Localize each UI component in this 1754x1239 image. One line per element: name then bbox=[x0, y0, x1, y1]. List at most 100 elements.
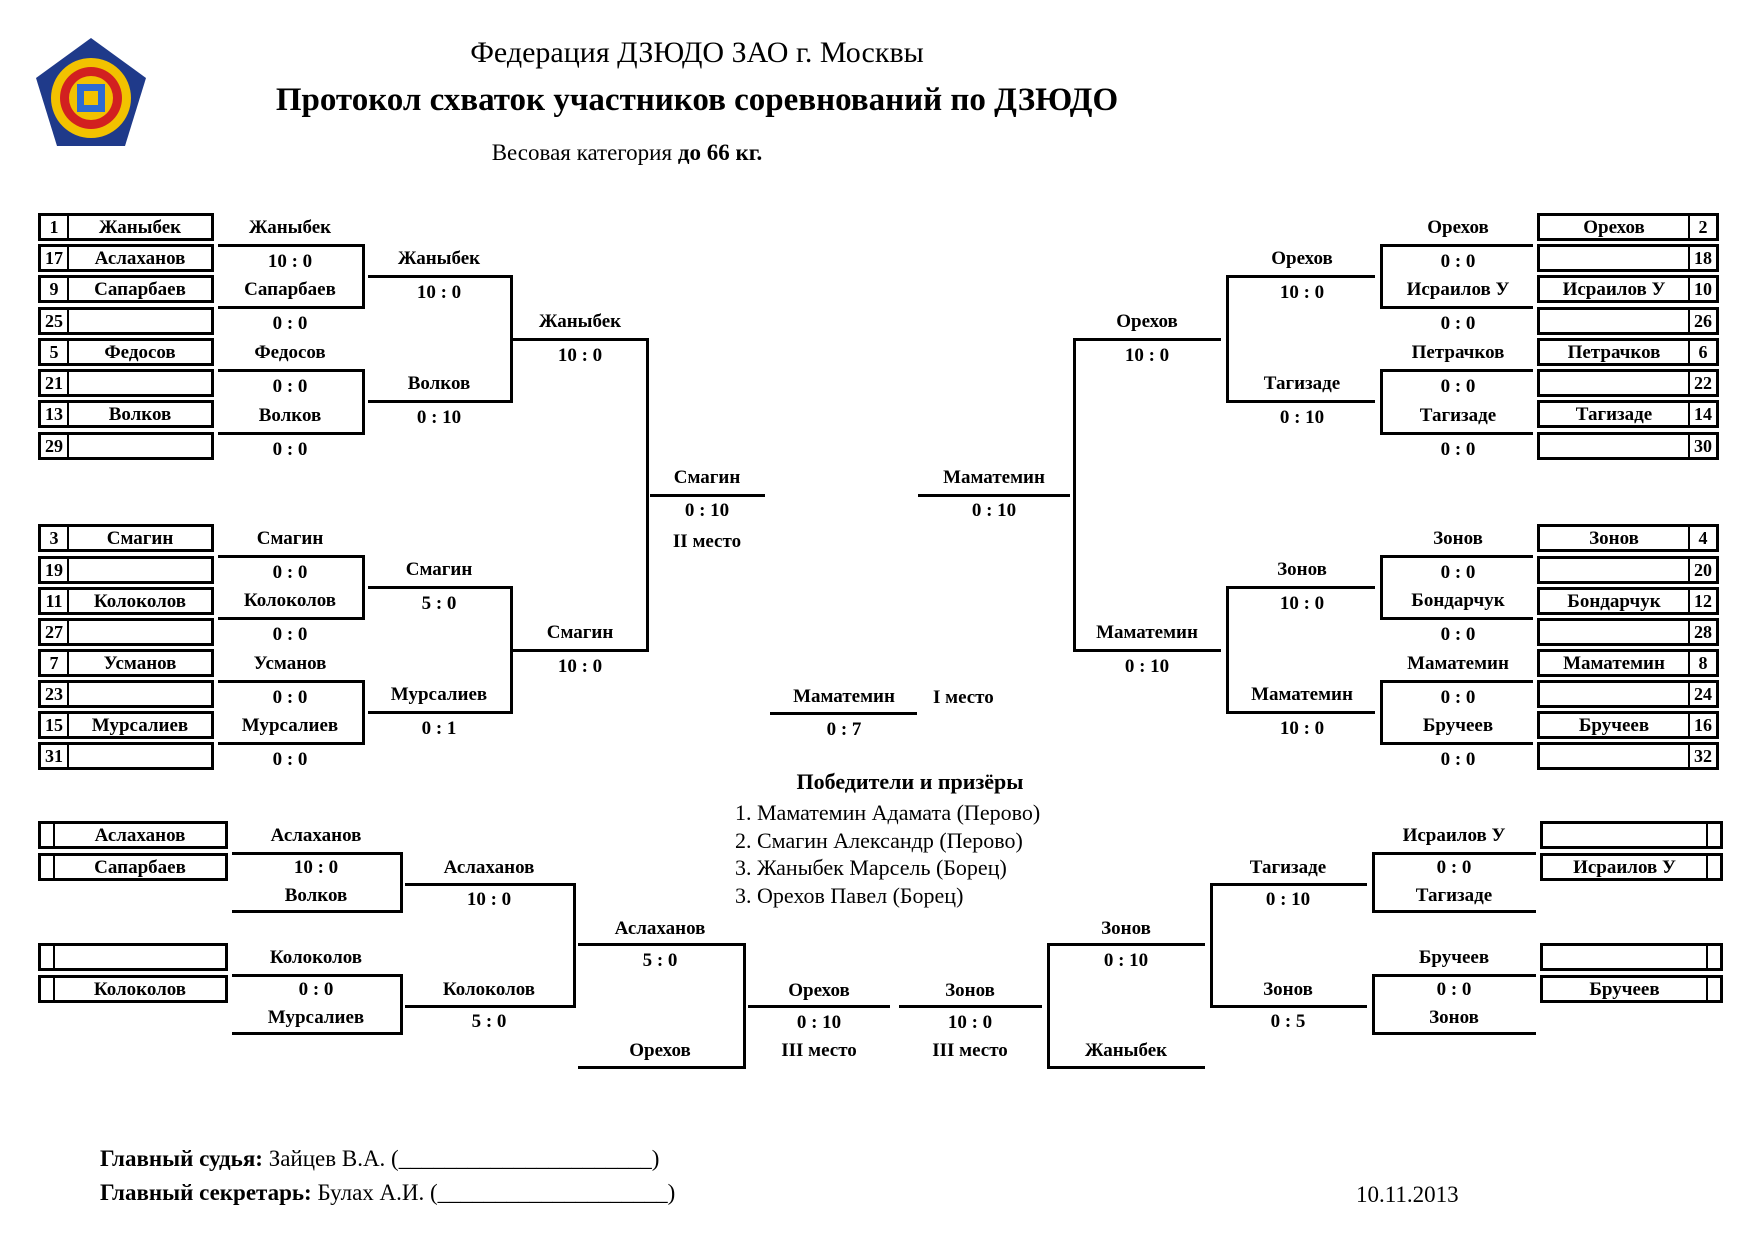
seed-name bbox=[1540, 372, 1688, 394]
semifinal-left-line bbox=[650, 494, 765, 497]
repechage-box-cell bbox=[41, 856, 55, 878]
seed-number: 16 bbox=[1688, 714, 1716, 736]
winners-title: Победители и призёры bbox=[796, 769, 1024, 794]
bout-score: 5 : 0 bbox=[421, 593, 457, 614]
seed-number: 27 bbox=[41, 621, 69, 643]
seed-number: 20 bbox=[1688, 559, 1716, 581]
seed-name bbox=[69, 621, 211, 643]
winner-entry: 3. Орехов Павел (Борец) bbox=[735, 882, 964, 908]
emblem bbox=[34, 36, 148, 150]
chief-secretary: Главный секретарь: Булах А.И. (_________… bbox=[100, 1180, 675, 1206]
seed-number: 17 bbox=[41, 247, 69, 269]
bout-score: 0 : 0 bbox=[1440, 376, 1476, 397]
seed-name: Аслаханов bbox=[94, 248, 186, 269]
chief-judge-name: Зайцев В.А. (______________________) bbox=[262, 1146, 660, 1171]
bracket-line bbox=[368, 711, 510, 714]
repechage-r1-bottom: Тагизаде bbox=[1415, 885, 1493, 906]
bout-score: 0 : 0 bbox=[1440, 251, 1476, 272]
seed-name: Колоколов bbox=[93, 591, 187, 612]
bracket-line bbox=[405, 883, 573, 886]
bout-winner: Маматемин bbox=[1251, 684, 1353, 705]
seed-name bbox=[69, 745, 211, 767]
seed-number: 8 bbox=[1688, 652, 1716, 674]
seed-row: 24 bbox=[1537, 680, 1719, 708]
bout-score: 0 : 10 bbox=[1279, 407, 1325, 428]
bout-winner: Сапарбаев bbox=[244, 279, 336, 300]
seed-name bbox=[1540, 621, 1688, 643]
bout-score: 0 : 0 bbox=[272, 562, 308, 583]
bout-score: 0 : 1 bbox=[421, 718, 457, 739]
bout-winner: Орехов bbox=[1271, 248, 1333, 269]
bracket-line bbox=[1226, 400, 1375, 403]
seed-number: 28 bbox=[1688, 621, 1716, 643]
seed-row: 30 bbox=[1537, 432, 1719, 460]
bout-winner: Бручеев bbox=[1422, 715, 1494, 736]
seed-number: 29 bbox=[41, 435, 69, 457]
repechage-box-name: Исраилов У bbox=[1573, 857, 1676, 878]
seed-number: 15 bbox=[41, 714, 69, 736]
repechage-r3-score: 0 : 10 bbox=[1103, 950, 1149, 971]
bronze-right-line bbox=[899, 1005, 1042, 1008]
bracket-line bbox=[573, 883, 576, 1008]
seed-number: 24 bbox=[1688, 683, 1716, 705]
repechage-r2-score: 0 : 5 bbox=[1270, 1011, 1306, 1032]
seed-name: Сапарбаев bbox=[94, 279, 186, 300]
bracket-line bbox=[1380, 369, 1533, 372]
seed-name: Смагин bbox=[106, 528, 174, 549]
seed-name bbox=[69, 559, 211, 581]
repechage-box bbox=[1540, 943, 1723, 971]
bracket-line bbox=[1073, 338, 1221, 341]
seed-name: Волков bbox=[108, 404, 172, 425]
seed-number: 3 bbox=[41, 527, 69, 549]
bracket-line bbox=[1210, 883, 1367, 886]
seed-name: Бондарчук bbox=[1567, 591, 1661, 612]
bronze-left-line bbox=[748, 1005, 890, 1008]
seed-row: 25 bbox=[38, 307, 214, 335]
bracket-line bbox=[232, 852, 400, 855]
bracket-line bbox=[1380, 680, 1533, 683]
bout-score: 0 : 0 bbox=[272, 749, 308, 770]
semifinal-right-line bbox=[918, 494, 1070, 497]
repechage-box-cell bbox=[41, 978, 55, 1000]
bracket-line bbox=[1380, 306, 1533, 309]
seed-number: 31 bbox=[41, 745, 69, 767]
bracket-line bbox=[1047, 943, 1050, 1069]
bracket-line bbox=[368, 586, 510, 589]
seed-number: 1 bbox=[41, 216, 69, 238]
seed-number: 22 bbox=[1688, 372, 1716, 394]
repechage-r1-top: Бручеев bbox=[1418, 947, 1490, 968]
bracket-line bbox=[1380, 369, 1383, 435]
repechage-box-cell bbox=[1706, 856, 1720, 878]
bracket-line bbox=[1073, 649, 1221, 652]
bout-winner: Маматемин bbox=[1407, 653, 1509, 674]
bracket-line bbox=[510, 275, 513, 403]
repechage-box-name: Аслаханов bbox=[94, 825, 186, 846]
seed-number: 6 bbox=[1688, 341, 1716, 363]
bout-score: 0 : 0 bbox=[272, 439, 308, 460]
seed-name: Петрачков bbox=[1567, 342, 1661, 363]
bout-score: 0 : 0 bbox=[1440, 562, 1476, 583]
repechage-r2-winner: Аслаханов bbox=[443, 857, 535, 878]
seed-number: 10 bbox=[1688, 278, 1716, 300]
bout-winner: Зонов bbox=[1277, 559, 1327, 580]
bracket-line bbox=[1226, 275, 1375, 278]
final-line bbox=[770, 712, 917, 715]
bout-score: 0 : 10 bbox=[416, 407, 462, 428]
bracket-line bbox=[1380, 244, 1533, 247]
bout-winner: Усманов bbox=[253, 653, 327, 674]
bracket-line bbox=[1372, 974, 1536, 977]
seed-number: 12 bbox=[1688, 590, 1716, 612]
bout-score: 0 : 0 bbox=[272, 376, 308, 397]
bracket-line bbox=[218, 555, 362, 558]
bracket-line bbox=[1047, 1066, 1205, 1069]
repechage-box-cell bbox=[1706, 978, 1720, 1000]
repechage-box: Сапарбаев bbox=[38, 853, 228, 881]
seed-name: Зонов bbox=[1589, 528, 1639, 549]
bout-winner: Волков bbox=[407, 373, 471, 394]
bracket-line bbox=[218, 369, 362, 372]
repechage-r3-score: 5 : 0 bbox=[642, 950, 678, 971]
